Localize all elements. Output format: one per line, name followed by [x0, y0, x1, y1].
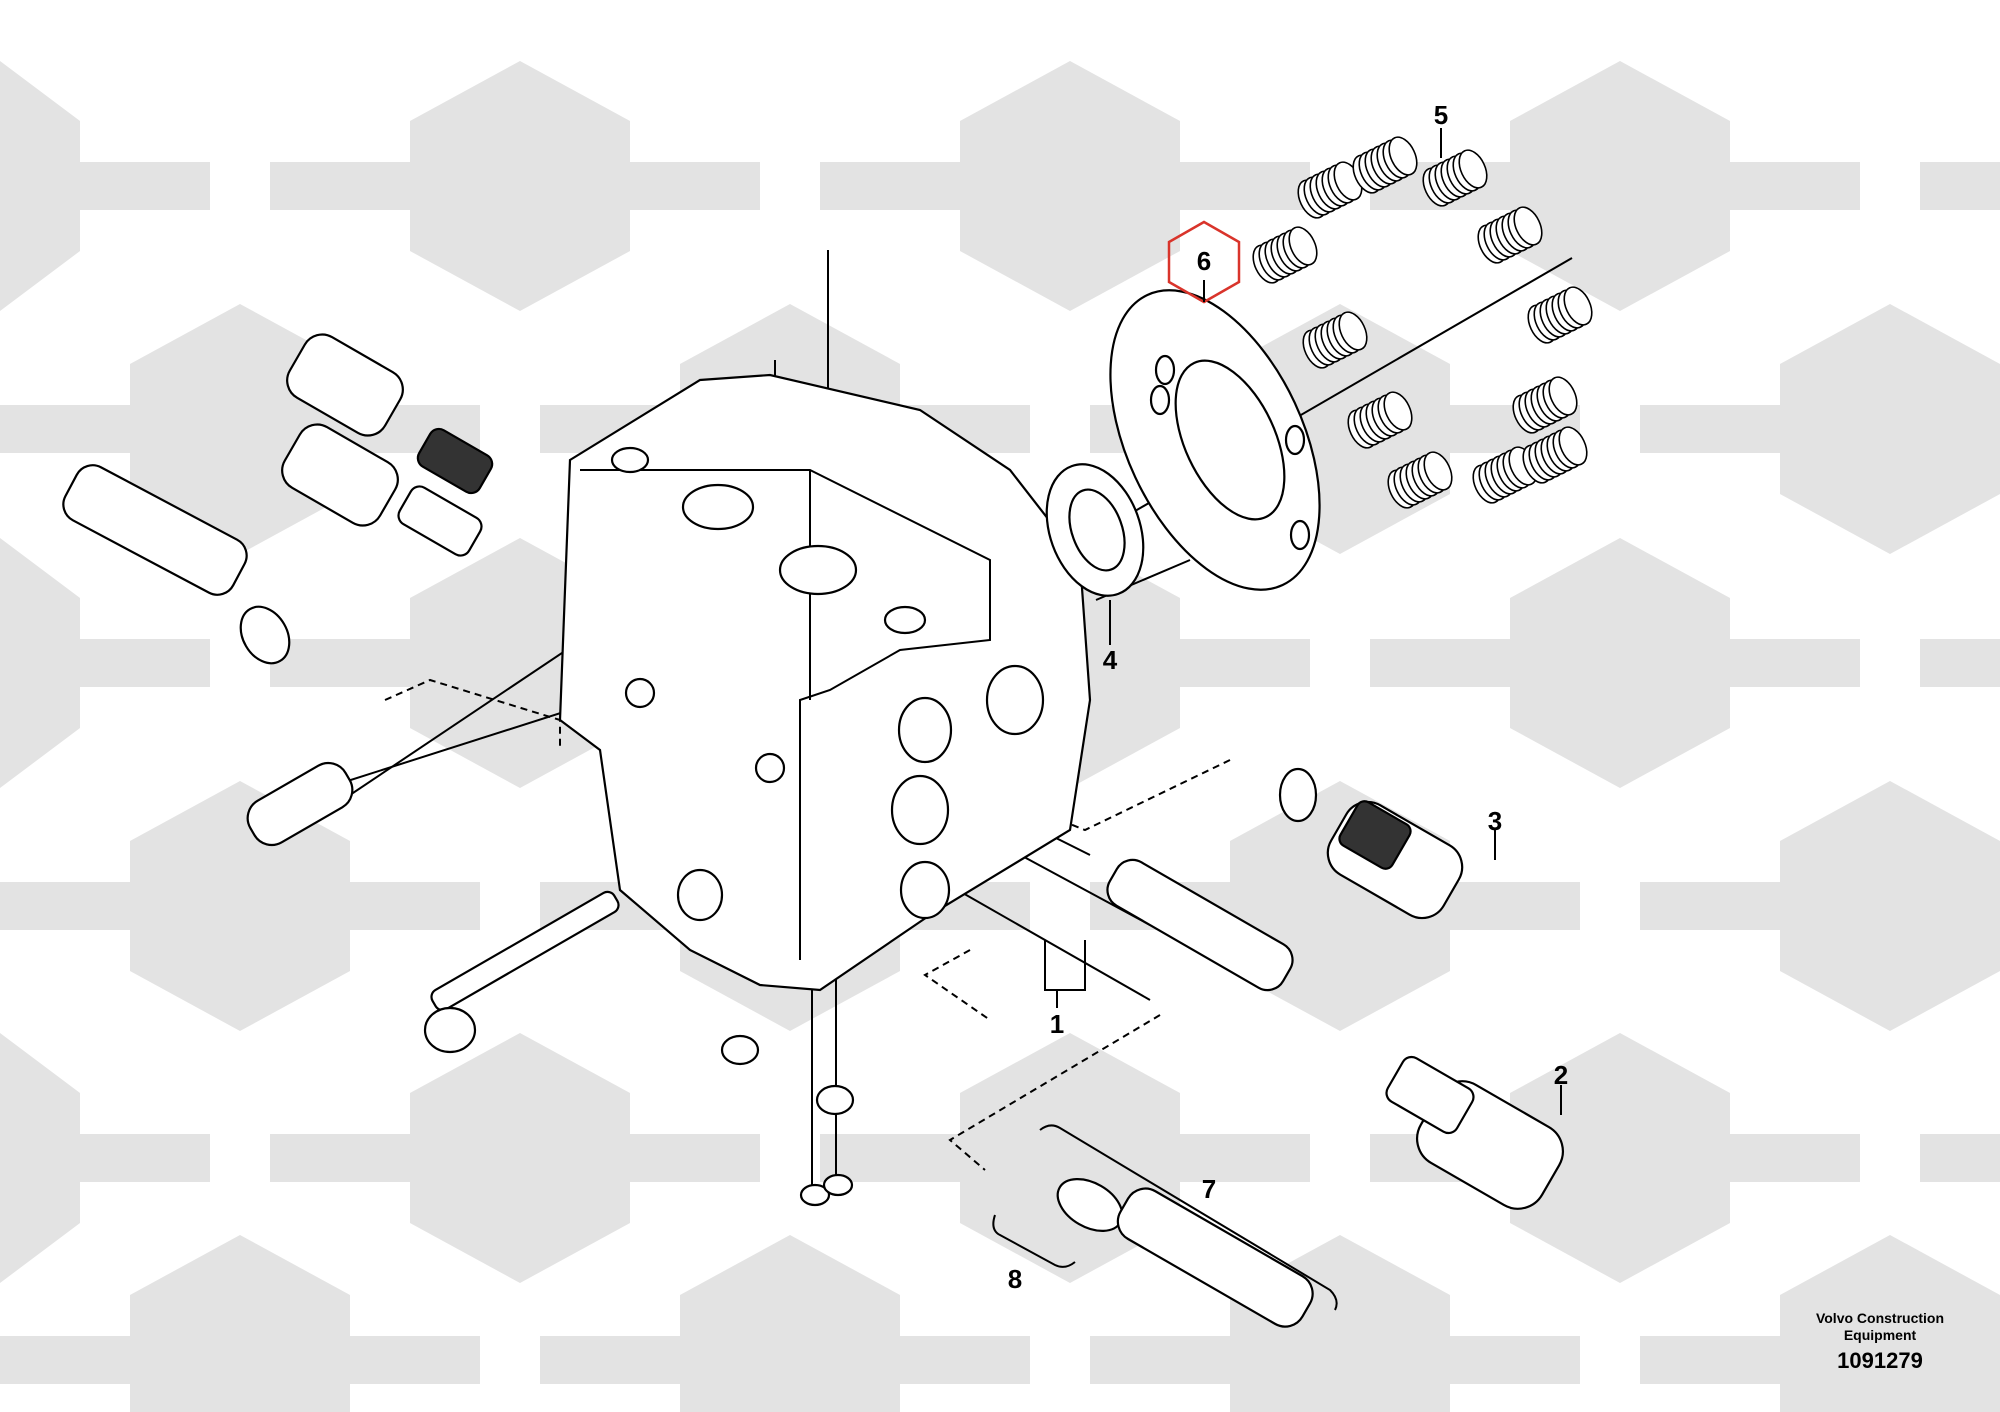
spring — [1512, 376, 1578, 434]
watermark-tile — [0, 781, 480, 1031]
spring — [1527, 286, 1593, 344]
spring — [1347, 391, 1413, 449]
watermark-tile — [0, 538, 210, 788]
watermark-tile — [1640, 1235, 2000, 1412]
watermark-tile — [270, 61, 760, 311]
callout-7[interactable]: 7 — [1202, 1174, 1216, 1204]
watermark-tile — [1920, 1134, 2000, 1182]
watermark-tile — [1920, 162, 2000, 210]
right-components — [1056, 767, 1564, 1328]
manufacturer-name: Volvo Construction Equipment — [1800, 1310, 1960, 1344]
watermark-tile — [820, 61, 1310, 311]
callout-labels: 5 6 4 3 1 2 7 8 — [1008, 100, 1568, 1294]
callout-8[interactable]: 8 — [1008, 1264, 1022, 1294]
spring — [1522, 426, 1588, 484]
watermark-tile — [540, 1235, 1030, 1412]
watermark-tile — [1640, 304, 2000, 554]
valve-housing — [558, 373, 1092, 992]
spring — [1422, 149, 1488, 207]
callout-2[interactable]: 2 — [1554, 1060, 1568, 1090]
watermark-tile — [270, 1033, 760, 1283]
spring — [1297, 161, 1363, 219]
manufacturer-line-1: Volvo Construction — [1815, 1310, 1945, 1326]
group-brackets — [992, 940, 1338, 1311]
part-6-plate — [1109, 289, 1321, 591]
spring — [1302, 311, 1368, 369]
manufacturer-line-2: Equipment — [1843, 1327, 1917, 1343]
callout-3[interactable]: 3 — [1488, 806, 1502, 836]
watermark-tile — [1640, 781, 2000, 1031]
watermark-tile — [1370, 538, 1860, 788]
spring — [1472, 446, 1538, 504]
watermark-tile — [0, 61, 210, 311]
callout-6[interactable]: 6 — [1197, 246, 1211, 276]
part-4-bearing — [1045, 463, 1145, 597]
spring — [1352, 136, 1418, 194]
left-components — [62, 333, 855, 1207]
callout-1[interactable]: 1 — [1050, 1009, 1064, 1039]
watermark-tile — [1920, 639, 2000, 687]
spring — [1477, 206, 1543, 264]
watermark-tile — [0, 1033, 210, 1283]
spring — [1387, 451, 1453, 509]
part-5-springs — [1252, 136, 1593, 509]
drawing-number: 1091279 — [1837, 1348, 1923, 1373]
callout-5[interactable]: 5 — [1434, 100, 1448, 130]
watermark-tile — [0, 1235, 480, 1412]
callout-4[interactable]: 4 — [1103, 645, 1118, 675]
spring — [1252, 226, 1318, 284]
